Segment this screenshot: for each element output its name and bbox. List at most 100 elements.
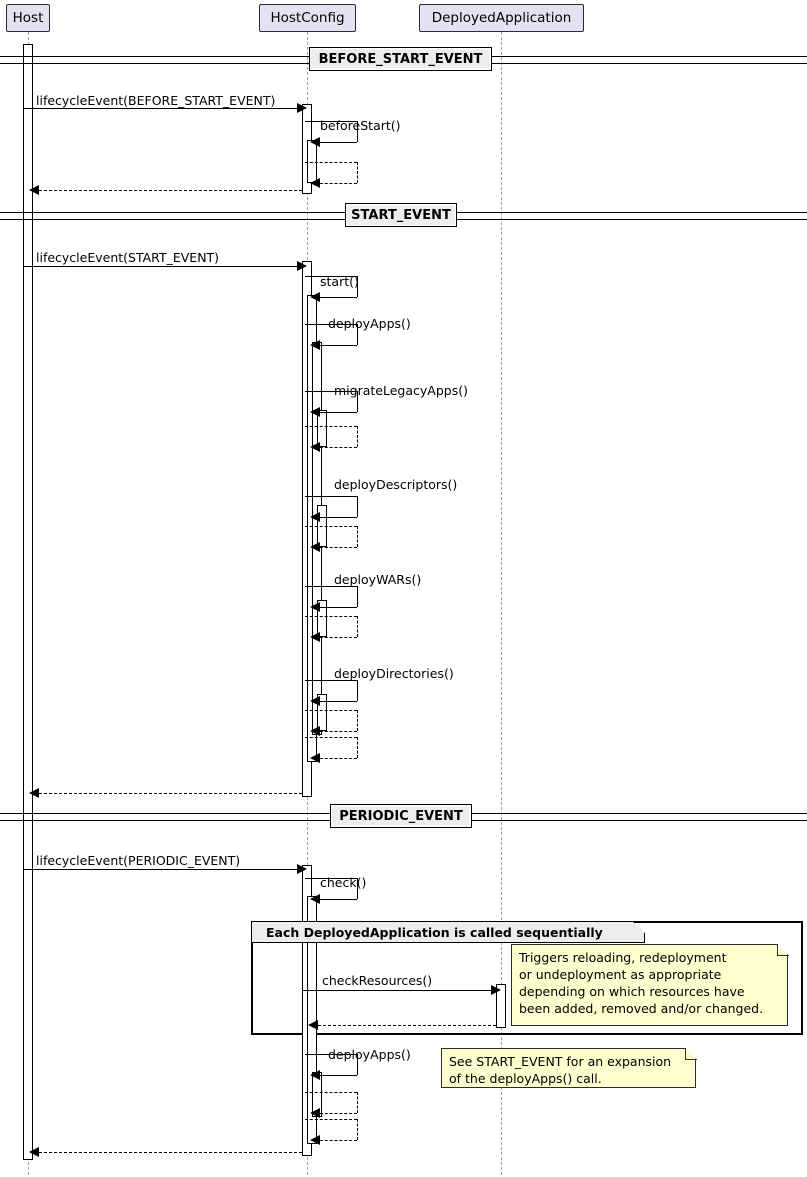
activation-bar [23, 44, 33, 1160]
message-line [315, 1140, 357, 1141]
participant-label: Host [12, 10, 44, 26]
message-line [23, 108, 301, 109]
message-line-vertical [357, 391, 358, 412]
message-line [305, 526, 357, 527]
event-separator-label: PERIODIC_EVENT [339, 808, 463, 824]
message-label: migrateLegacyApps() [334, 383, 468, 398]
message-line [302, 990, 495, 991]
message-line-vertical [357, 324, 358, 345]
message-line-vertical [357, 616, 358, 637]
note-fold-corner [685, 1048, 697, 1060]
message-line [315, 142, 357, 143]
message-line [305, 616, 357, 617]
message-arrowhead [310, 442, 320, 452]
message-line [23, 266, 301, 267]
message-line-vertical [357, 162, 358, 183]
message-label: check() [320, 875, 367, 890]
note-text-line: or undeployment as appropriate [519, 967, 722, 982]
message-line [315, 701, 357, 702]
message-label: lifecycleEvent(START_EVENT) [36, 250, 220, 265]
message-arrowhead [310, 602, 320, 612]
message-arrowhead [29, 1147, 39, 1157]
activation-bar [496, 984, 506, 1028]
note-text-line: depending on which resources have [519, 984, 745, 999]
message-label: lifecycleEvent(PERIODIC_EVENT) [36, 853, 241, 868]
message-arrowhead [310, 137, 320, 147]
activation-bar [317, 600, 327, 637]
note-deployapps: See START_EVENT for an expansion of the d… [441, 1048, 696, 1088]
message-arrowhead [310, 753, 320, 763]
message-label: lifecycleEvent(BEFORE_START_EVENT) [36, 93, 276, 108]
message-line [315, 547, 357, 548]
message-line-vertical [357, 878, 358, 899]
message-label: deployDescriptors() [334, 477, 458, 492]
participant-label: HostConfig [270, 10, 345, 26]
message-line-vertical [357, 1119, 358, 1140]
group-title: Each DeployedApplication is called seque… [251, 921, 645, 943]
message-line [305, 162, 357, 163]
message-line [305, 1119, 357, 1120]
message-label: deployWARs() [334, 572, 422, 587]
message-arrowhead [310, 512, 320, 522]
message-label: start() [320, 274, 359, 289]
message-arrowhead [297, 103, 307, 113]
message-arrowhead [310, 542, 320, 552]
message-line [305, 737, 357, 738]
message-line [305, 1092, 357, 1093]
message-arrowhead [29, 185, 39, 195]
note-text-line: See START_EVENT for an expansion [449, 1054, 672, 1069]
message-line [315, 607, 357, 608]
message-arrowhead [310, 178, 320, 188]
message-line [305, 680, 357, 681]
message-line [34, 190, 302, 191]
message-line [305, 1054, 357, 1055]
activation-bar [317, 694, 327, 731]
message-arrowhead [310, 292, 320, 302]
event-separator-2: PERIODIC_EVENT [330, 804, 472, 828]
message-arrowhead [308, 1020, 318, 1030]
message-arrowhead [310, 1070, 320, 1080]
message-line [315, 447, 357, 448]
event-separator-1: START_EVENT [345, 203, 457, 227]
message-line [315, 758, 357, 759]
note-text-line: Triggers reloading, redeployment [519, 950, 727, 965]
participant-deployed[interactable]: DeployedApplication [419, 4, 584, 32]
message-arrowhead [310, 340, 320, 350]
event-separator-label: BEFORE_START_EVENT [318, 51, 483, 67]
note-checkresources: Triggers reloading, redeployment or undep… [511, 944, 788, 1026]
lifeline-deployed [501, 32, 502, 1175]
message-arrowhead [310, 407, 320, 417]
note-text-line: of the deployApps() call. [449, 1071, 602, 1086]
message-line [305, 710, 357, 711]
message-line-vertical [357, 496, 358, 517]
message-line [315, 637, 357, 638]
message-arrowhead [297, 261, 307, 271]
message-line [305, 121, 357, 122]
message-line-vertical [357, 526, 358, 547]
message-label: checkResources() [322, 973, 433, 988]
message-line [315, 345, 357, 346]
message-line [315, 1075, 357, 1076]
activation-bar [317, 410, 327, 447]
message-line [305, 276, 357, 277]
participant-config[interactable]: HostConfig [259, 4, 356, 32]
message-line-vertical [357, 1054, 358, 1075]
message-line [305, 324, 357, 325]
participant-host[interactable]: Host [6, 4, 50, 32]
message-line [305, 426, 357, 427]
message-label: deployDirectories() [334, 666, 454, 681]
participant-label: DeployedApplication [431, 10, 572, 26]
message-arrowhead [310, 726, 320, 736]
message-line [315, 517, 357, 518]
message-line [305, 586, 357, 587]
message-line-vertical [357, 737, 358, 758]
message-line [34, 1152, 302, 1153]
message-line-vertical [357, 276, 358, 297]
note-fold-corner [777, 944, 789, 956]
message-line [305, 391, 357, 392]
event-separator-0: BEFORE_START_EVENT [309, 47, 492, 71]
message-line [315, 1113, 357, 1114]
event-separator-label: START_EVENT [351, 207, 451, 223]
message-line [313, 1025, 496, 1026]
message-line [315, 899, 357, 900]
